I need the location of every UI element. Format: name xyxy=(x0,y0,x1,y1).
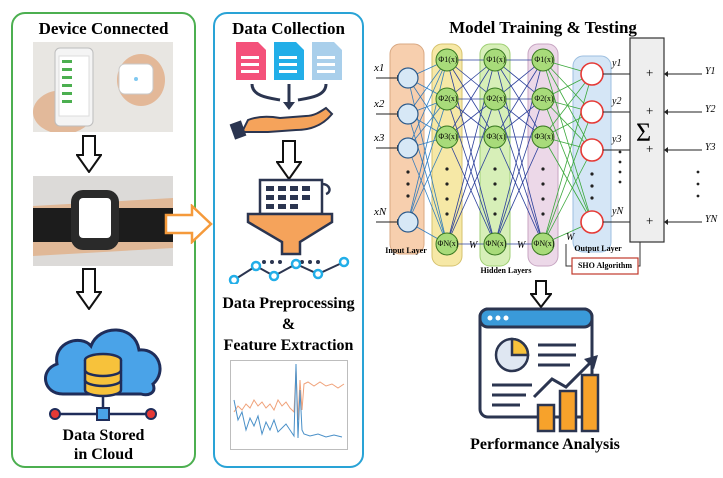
hidden-node-label: Φ3(x) xyxy=(534,132,554,141)
output-y2-label: y2 xyxy=(612,96,622,107)
hidden-layers-label: Hidden Layers xyxy=(480,266,532,275)
sum-plus-sign: + xyxy=(646,213,654,228)
input-x2-label: x2 xyxy=(374,98,385,110)
sho-algorithm-label: SHO Algorithm xyxy=(577,261,632,270)
down-arrow-icon xyxy=(76,135,102,173)
hidden-node-label: ΦN(x) xyxy=(533,239,555,248)
flow-arrow-icon xyxy=(164,204,213,244)
data-stored-label: Data Stored in Cloud xyxy=(62,427,145,463)
output-y3-label: y3 xyxy=(612,134,622,145)
cloud-database-icon xyxy=(44,328,162,421)
output-y1-label: y1 xyxy=(612,58,622,69)
down-arrow-icon xyxy=(276,140,302,180)
signal-plot xyxy=(230,360,348,450)
down-arrow-icon xyxy=(530,280,552,308)
hidden-node-label: Φ3(x) xyxy=(486,132,506,141)
hidden-node-label: Φ1(x) xyxy=(438,55,458,64)
hidden-node-label: Φ1(x) xyxy=(486,55,506,64)
hidden-node-label: Φ2(x) xyxy=(486,94,506,103)
device-connected-title: Device Connected xyxy=(38,19,169,38)
weight-label: W xyxy=(517,240,526,251)
output-layer-label: Output Layer xyxy=(574,244,622,253)
sum-symbol: Σ xyxy=(636,118,652,147)
down-arrow-icon xyxy=(76,268,102,310)
weight-label: W xyxy=(469,240,478,251)
hidden-node-label: Φ1(x) xyxy=(534,55,554,64)
weight-label: W xyxy=(566,232,575,243)
hidden-node-label: ΦN(x) xyxy=(437,239,459,248)
neural-network-diagram xyxy=(376,37,702,275)
input-x1-label: x1 xyxy=(374,62,385,74)
performance-analysis-icon xyxy=(478,307,600,433)
hidden-node-label: Φ3(x) xyxy=(438,132,458,141)
sum-plus-sign: + xyxy=(646,103,654,118)
data-collection-panel xyxy=(213,12,364,468)
phone-device-image xyxy=(33,42,173,132)
sum-plus-sign: + xyxy=(646,141,654,156)
wristband-device-image xyxy=(33,176,173,266)
input-xn-label: xN xyxy=(374,206,387,218)
target-y1-label: Y1 xyxy=(705,66,716,77)
data-collection-title: Data Collection xyxy=(232,19,345,38)
performance-analysis-label: Performance Analysis xyxy=(470,436,620,453)
hidden-node-label: Φ2(x) xyxy=(534,94,554,103)
data-preprocessing-icon xyxy=(228,178,350,284)
input-x3-label: x3 xyxy=(374,132,385,144)
target-y2-label: Y2 xyxy=(705,104,716,115)
hidden-node-label: ΦN(x) xyxy=(485,239,507,248)
output-yn-label: yN xyxy=(612,206,624,217)
sum-plus-sign: + xyxy=(646,65,654,80)
target-yn-label: YN xyxy=(705,214,718,225)
target-y3-label: Y3 xyxy=(705,142,716,153)
input-layer-label: Input Layer xyxy=(385,246,427,255)
model-training-title: Model Training & Testing xyxy=(449,18,637,37)
preprocessing-label: Data Preprocessing & Feature Extraction xyxy=(222,295,355,354)
data-collection-icon xyxy=(229,42,342,140)
hidden-node-label: Φ2(x) xyxy=(438,94,458,103)
